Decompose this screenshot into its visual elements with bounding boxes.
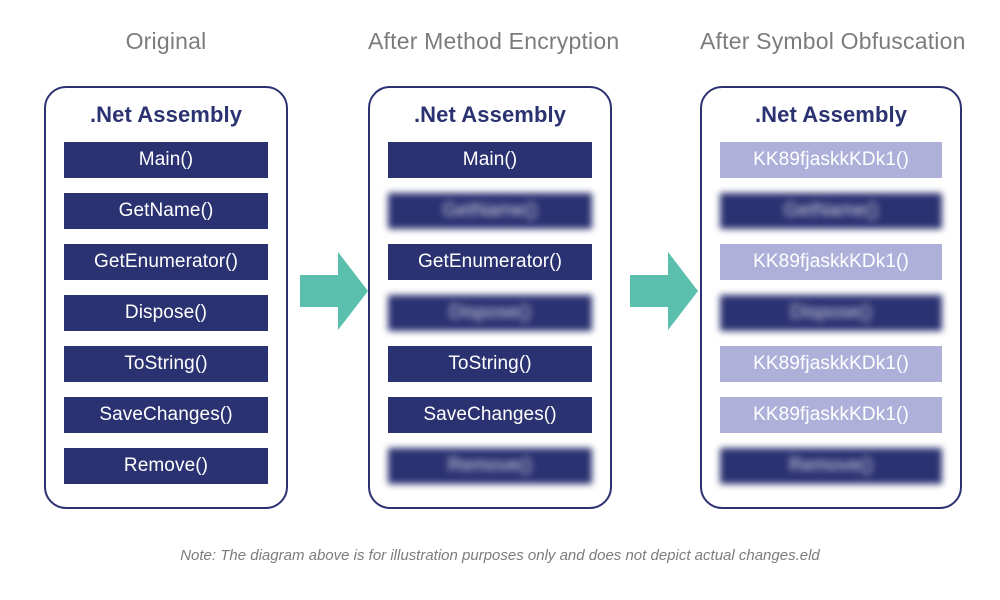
method-bar-obfuscated: KK89fjaskkKDk1() xyxy=(720,346,942,382)
assembly-card-title: .Net Assembly xyxy=(413,102,567,127)
method-bar: SaveChanges() xyxy=(388,397,592,433)
method-bar-encrypted: Remove() xyxy=(388,448,592,484)
method-bar-encrypted: GetName() xyxy=(388,193,592,229)
column-header-after-method-encryption: After Method Encryption xyxy=(368,28,620,54)
column-header-after-symbol-obfuscation: After Symbol Obfuscation xyxy=(700,28,966,54)
method-bar-encrypted: Dispose() xyxy=(720,295,942,331)
method-bar-list: Main() GetName() GetEnumerator() Dispose… xyxy=(370,142,610,484)
footer-note: Note: The diagram above is for illustrat… xyxy=(180,547,820,564)
assembly-card-original: .Net Assembly Main() GetName() GetEnumer… xyxy=(44,86,288,509)
assembly-card-title: .Net Assembly xyxy=(89,102,243,127)
arrow-encrypted-to-obfuscated xyxy=(630,252,698,330)
column-header-original: Original xyxy=(125,28,207,54)
assembly-card-after-symbol-obfuscation: .Net Assembly KK89fjaskkKDk1() GetName()… xyxy=(700,86,962,509)
method-bar: Dispose() xyxy=(64,295,268,331)
method-bar-encrypted: GetName() xyxy=(720,193,942,229)
method-bar-encrypted: Dispose() xyxy=(388,295,592,331)
method-bar: ToString() xyxy=(388,346,592,382)
method-bar: Main() xyxy=(64,142,268,178)
method-bar: Remove() xyxy=(64,448,268,484)
method-bar: GetEnumerator() xyxy=(388,244,592,280)
method-bar-list: Main() GetName() GetEnumerator() Dispose… xyxy=(46,142,286,484)
method-bar-obfuscated: KK89fjaskkKDk1() xyxy=(720,142,942,178)
method-bar: GetName() xyxy=(64,193,268,229)
method-bar: GetEnumerator() xyxy=(64,244,268,280)
method-bar: Main() xyxy=(388,142,592,178)
assembly-card-after-method-encryption: .Net Assembly Main() GetName() GetEnumer… xyxy=(368,86,612,509)
method-bar: ToString() xyxy=(64,346,268,382)
method-bar: SaveChanges() xyxy=(64,397,268,433)
method-bar-obfuscated: KK89fjaskkKDk1() xyxy=(720,397,942,433)
method-bar-list: KK89fjaskkKDk1() GetName() KK89fjaskkKDk… xyxy=(702,142,960,484)
method-bar-encrypted: Remove() xyxy=(720,448,942,484)
arrow-original-to-encrypted xyxy=(300,252,368,330)
assembly-card-title: .Net Assembly xyxy=(754,102,908,127)
method-bar-obfuscated: KK89fjaskkKDk1() xyxy=(720,244,942,280)
